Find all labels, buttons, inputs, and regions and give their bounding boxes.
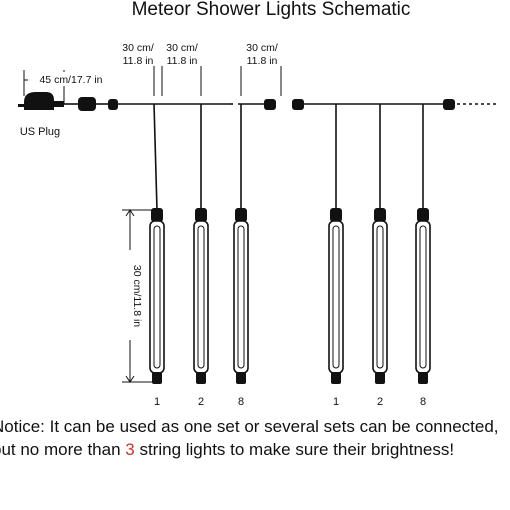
notice-after: string lights to make sure their brightn… bbox=[134, 439, 455, 459]
svg-text:11.8 in: 11.8 in bbox=[123, 55, 154, 67]
end-connector-set1 bbox=[264, 99, 276, 110]
diagram-title: Meteor Shower Lights Schematic bbox=[132, 0, 411, 20]
light-tube-set1-1 bbox=[149, 103, 165, 384]
light-tube-set2-1 bbox=[328, 104, 344, 384]
tube-number-set2-3: 8 bbox=[420, 396, 426, 408]
svg-text:30 cm/: 30 cm/ bbox=[246, 42, 278, 54]
end-connector-set2 bbox=[443, 99, 455, 110]
notice-text: Notice: It can be used as one set or sev… bbox=[0, 416, 510, 461]
tube-group: 1 2 8 1 2 8 bbox=[149, 103, 431, 408]
tube-number-set1-2: 2 bbox=[198, 396, 204, 408]
tube-number-set2-1: 1 bbox=[333, 396, 339, 408]
light-tube-set1-3 bbox=[233, 104, 249, 384]
notice-number: 3 bbox=[125, 439, 135, 459]
light-tube-set2-2 bbox=[372, 104, 388, 384]
spacing-labels: 30 cm/ 11.8 in 30 cm/ 11.8 in 30 cm/ 11.… bbox=[122, 42, 278, 67]
tube-length-label: 30 cm/11.8 in bbox=[131, 265, 143, 327]
plug-label: US Plug bbox=[20, 126, 60, 138]
svg-text:30 cm/: 30 cm/ bbox=[166, 42, 198, 54]
connectors bbox=[108, 99, 455, 110]
svg-text:11.8 in: 11.8 in bbox=[167, 55, 198, 67]
svg-text:30 cm/: 30 cm/ bbox=[122, 42, 154, 54]
spacing-dimension-lines bbox=[153, 66, 282, 96]
us-plug-icon bbox=[18, 92, 64, 110]
light-tube-set2-3 bbox=[415, 104, 431, 384]
start-connector-set2 bbox=[292, 99, 304, 110]
light-tube-set1-2 bbox=[193, 104, 209, 384]
cord-length-label: 45 cm/17.7 in bbox=[39, 74, 102, 86]
tube-number-set2-2: 2 bbox=[377, 396, 383, 408]
schematic-diagram: Meteor Shower Lights Schematic US Plug 4… bbox=[18, 0, 497, 408]
notice-before: Notice: It can be used as one set or sev… bbox=[0, 417, 499, 459]
svg-text:11.8 in: 11.8 in bbox=[247, 55, 278, 67]
tube-number-set1-1: 1 bbox=[154, 396, 160, 408]
tube-number-set1-3: 8 bbox=[238, 396, 244, 408]
controller-box bbox=[78, 97, 96, 111]
